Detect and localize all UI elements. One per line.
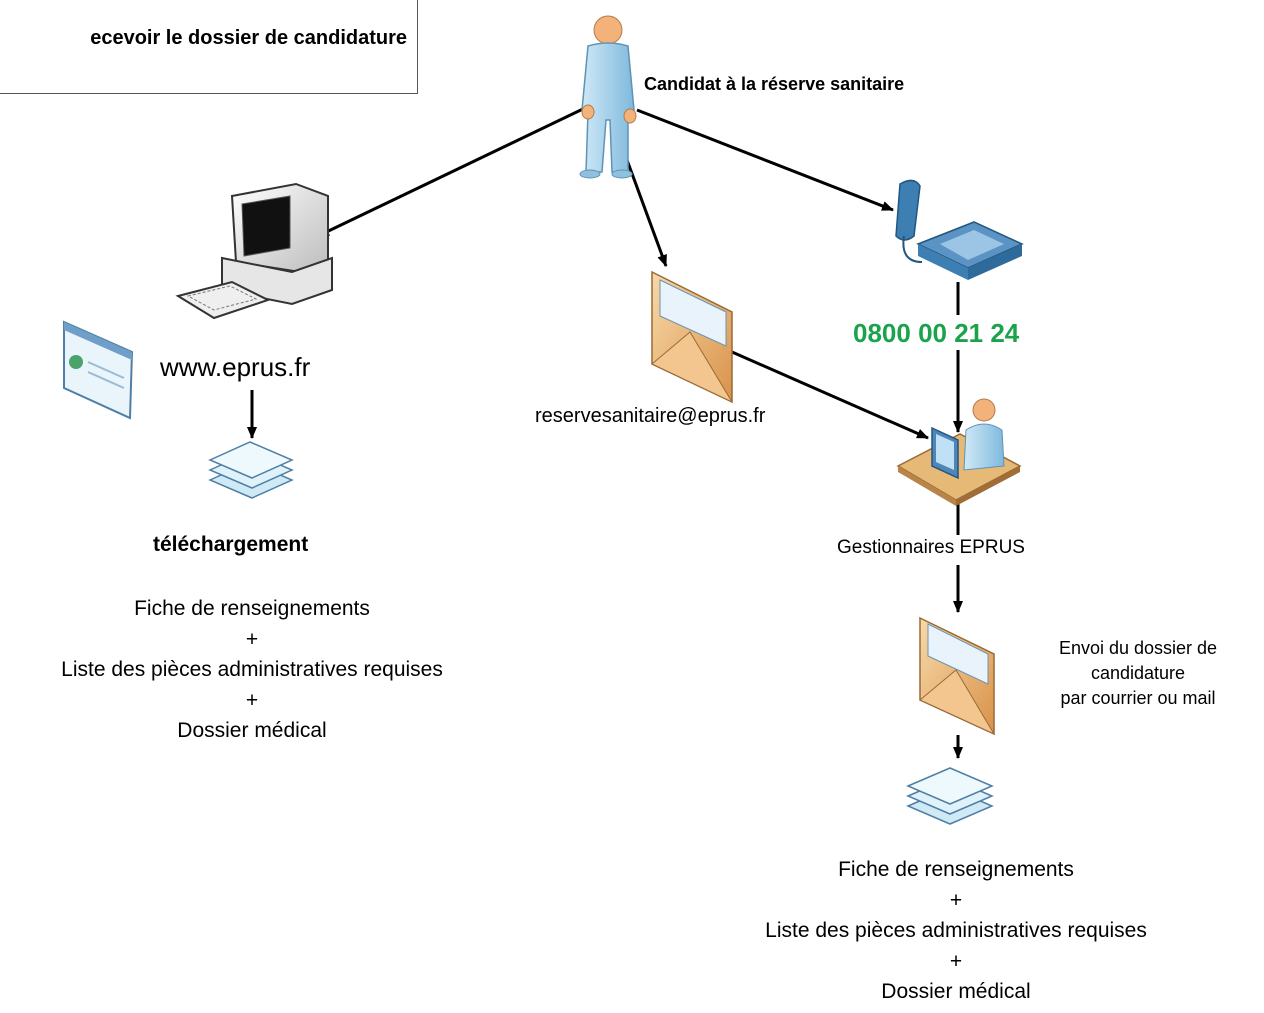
doc-item: Dossier médical xyxy=(177,719,327,742)
send-note-line: par courrier ou mail xyxy=(1060,688,1216,708)
doc-item: Fiche de renseignements xyxy=(838,858,1074,881)
website-link[interactable]: www.eprus.fr xyxy=(160,352,311,382)
arrow-person-to-computer xyxy=(317,106,586,238)
doc-item: Liste des pièces administratives requise… xyxy=(765,919,1147,942)
managers-label: Gestionnaires EPRUS xyxy=(837,537,1025,558)
arrow-email-to-managers xyxy=(731,350,929,440)
doc-separator: + xyxy=(949,949,963,973)
download-label: téléchargement xyxy=(153,533,309,556)
document-stack-icon-left xyxy=(208,441,294,499)
computer-icon xyxy=(175,182,333,320)
envelope-icon-email xyxy=(651,270,734,404)
doc-item: Fiche de renseignements xyxy=(134,597,370,620)
send-note: Envoi du dossier de candidature par cour… xyxy=(1018,636,1258,711)
manager-desk-icon xyxy=(896,398,1022,506)
phone-number: 0800 00 21 24 xyxy=(853,318,1020,348)
doc-separator: + xyxy=(949,888,963,912)
document-stack-icon-right xyxy=(906,767,994,825)
candidate-label: Candidat à la réserve sanitaire xyxy=(644,74,905,94)
doc-item: Dossier médical xyxy=(881,980,1031,1003)
email-address[interactable]: reservesanitaire@eprus.fr xyxy=(535,405,766,427)
person-icon xyxy=(579,15,637,179)
doc-item: Liste des pièces administratives requise… xyxy=(61,658,443,681)
left-documents-list: Fiche de renseignements + Liste des pièc… xyxy=(2,594,502,747)
telephone-icon xyxy=(895,179,1024,280)
webpage-icon xyxy=(63,320,134,420)
send-note-line: candidature xyxy=(1090,663,1186,683)
right-documents-list: Fiche de renseignements + Liste des pièc… xyxy=(706,855,1206,1008)
arrow-person-to-phone xyxy=(636,108,894,212)
doc-separator: + xyxy=(245,627,259,651)
arrow-person-to-email xyxy=(625,159,668,267)
envelope-icon-mail xyxy=(919,616,996,736)
send-note-line: Envoi du dossier de xyxy=(1058,638,1218,658)
title-box: ecevoir le dossier de candidature xyxy=(0,0,418,94)
doc-separator: + xyxy=(245,688,259,712)
page-title: ecevoir le dossier de candidature xyxy=(90,27,407,49)
connector-arrows xyxy=(247,106,963,759)
